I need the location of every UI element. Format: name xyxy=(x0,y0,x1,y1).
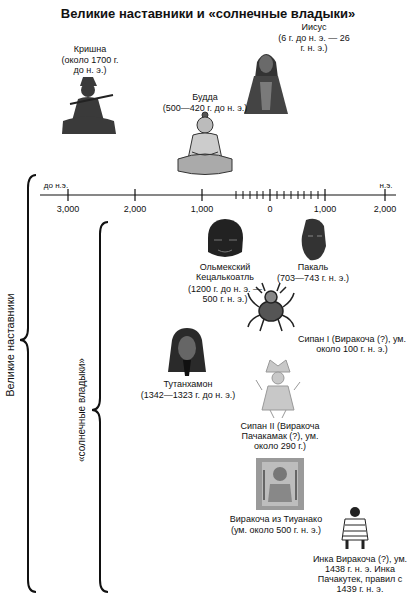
figure-date: (703—743 г. н. э.) xyxy=(268,273,358,283)
figure-date: (ум. около 500 г. н. э.) xyxy=(216,525,336,535)
pakal-mask-part xyxy=(308,236,322,237)
figure-name: Тутанхамон xyxy=(153,379,223,389)
jesus-figure-part xyxy=(260,82,272,110)
axis-tick-label: 0 xyxy=(260,204,280,214)
jesus-figure-part xyxy=(255,54,278,78)
krishna-figure-part xyxy=(70,95,113,104)
inca-figure-part xyxy=(343,525,367,536)
olmec-head-part xyxy=(214,240,237,252)
buddha-figure-part xyxy=(197,117,213,133)
tutankhamun-mask xyxy=(168,328,206,376)
axis-tick-label: 1,000 xyxy=(185,204,219,214)
jesus-figure-part xyxy=(244,76,288,114)
figure-name: Ольмекский Кецалькоатль xyxy=(190,262,260,282)
pakal-mask-part xyxy=(302,219,326,260)
pakal-mask xyxy=(302,219,326,260)
era-label: до н.э. xyxy=(36,181,76,191)
figure-caption: Сипан I (Виракоча (?), ум. около 100 г. … xyxy=(297,334,407,354)
inner-brace xyxy=(92,222,108,592)
jesus-figure xyxy=(244,54,288,114)
buddha-figure-part xyxy=(178,154,232,175)
tiwanaku-relief-part xyxy=(273,467,287,481)
axis-tick-label: 2,000 xyxy=(118,204,152,214)
sipan-two-figure xyxy=(256,360,300,418)
krishna-figure-part xyxy=(81,83,95,97)
figure-caption: Сипан II (Виракоча Пачакамак (?), ум. ок… xyxy=(236,421,324,451)
figure-name: Иисус xyxy=(284,22,344,32)
timeline-axis-part xyxy=(68,189,385,201)
figure-date: (около 1700 г. до н. э.) xyxy=(57,55,123,75)
figure-date: (1342—1323 г. до н. э.) xyxy=(133,390,243,400)
tiwanaku-relief xyxy=(256,458,304,510)
krishna-figure-part xyxy=(62,117,116,135)
krishna-figure xyxy=(62,77,116,134)
axis-tick-label: 3,000 xyxy=(51,204,85,214)
tiwanaku-relief-part xyxy=(262,462,298,506)
diagram-title: Великие наставники и «солнечные владыки» xyxy=(0,6,416,22)
jesus-figure-part xyxy=(259,55,273,73)
figure-name: Будда xyxy=(175,92,235,102)
figure-name: Кришна xyxy=(55,44,125,54)
axis-tick-label: 1,000 xyxy=(308,204,342,214)
sipan-one-figure-part xyxy=(259,301,283,321)
timeline-axis-part xyxy=(236,191,318,199)
tutankhamun-mask-part xyxy=(178,336,196,360)
inca-figure xyxy=(342,507,368,549)
sipan-two-figure-part xyxy=(272,372,284,384)
group-label: «солнечные владыки» xyxy=(75,335,89,485)
timeline-axis xyxy=(40,189,396,201)
axis-tick-label: 2,000 xyxy=(368,204,402,214)
figure-caption: Инка Виракоча (?), ум. 1438 г. н. э. Инк… xyxy=(310,554,410,594)
inca-figure-part xyxy=(347,540,363,549)
olmec-head xyxy=(208,219,243,257)
sipan-two-figure-part xyxy=(256,380,300,418)
timeline-axis-part xyxy=(40,194,396,195)
group-label: Великие наставники xyxy=(3,270,17,420)
olmec-head-part xyxy=(208,219,243,257)
tiwanaku-relief-part xyxy=(264,470,296,500)
figure-name: Виракоча из Тиуанако xyxy=(216,514,336,524)
outer-brace xyxy=(20,175,36,592)
sipan-two-figure-part xyxy=(266,360,290,372)
figure-name: Пакаль xyxy=(288,262,338,272)
tiwanaku-relief-part xyxy=(256,458,304,510)
inca-figure-part xyxy=(342,519,368,540)
figure-date: (6 г. до н. э. — 26 г. н. э.) xyxy=(276,33,352,53)
tutankhamun-mask-part xyxy=(183,360,191,376)
buddha-figure xyxy=(178,112,232,175)
figure-date: (500—420 г. до н. э.) xyxy=(145,103,265,113)
tiwanaku-relief-part xyxy=(268,484,292,502)
sipan-one-figure-part xyxy=(248,293,294,331)
figure-date: (1200 г. до н. э. — 500 г. н. э.) xyxy=(182,284,268,304)
sipan-one-figure-part xyxy=(265,291,277,303)
buddha-figure-part xyxy=(192,152,218,155)
era-label: н.э. xyxy=(371,181,401,191)
sipan-two-figure-part xyxy=(262,386,294,410)
inca-figure-part xyxy=(350,507,360,517)
